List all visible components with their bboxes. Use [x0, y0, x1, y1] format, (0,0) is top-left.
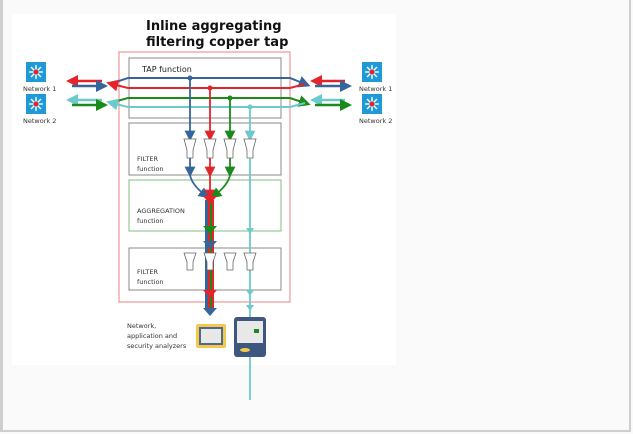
analyzers-label-2: application and — [127, 332, 177, 340]
diagram-title-line2: filtering copper tap — [146, 35, 288, 50]
network-1-right-label: Network 1 — [359, 85, 392, 93]
aggregation-label-b: function — [137, 217, 164, 225]
filter-label-2b: function — [137, 278, 164, 286]
filter-cone-icon — [203, 252, 217, 271]
filter-cones-2 — [183, 252, 257, 271]
network-1-left-label: Network 1 — [23, 85, 56, 93]
network-2-left-label: Network 2 — [23, 117, 56, 125]
filter-label-1b: function — [137, 165, 164, 173]
analyzer-device-2 — [234, 317, 266, 357]
filter-label-2a: FILTER — [137, 268, 158, 276]
tap-drop-lines — [184, 75, 256, 142]
filter-cone-icon — [223, 252, 237, 271]
left-network-arrows — [66, 75, 108, 111]
analyzers-label-3: security analyzers — [127, 342, 187, 350]
cyan-line — [106, 98, 306, 111]
filter-cone-icon — [183, 138, 197, 159]
filter-cone-icon — [203, 138, 217, 159]
network-1-left: Network 1 — [23, 62, 56, 93]
analyzers-label-1: Network, — [127, 322, 156, 330]
filter-cone-icon — [223, 138, 237, 159]
filter-cone-icon — [243, 138, 257, 159]
network-1-right: Network 1 — [359, 62, 392, 93]
diagram-title-line1: Inline aggregating — [146, 19, 282, 34]
tap-function-label: TAP function — [141, 65, 192, 74]
right-network-arrows — [310, 75, 352, 111]
network-2-right: Network 2 — [359, 94, 392, 125]
filter-cones-1 — [183, 138, 257, 159]
analyzer-device-1 — [196, 324, 226, 348]
aggregation-label-a: AGGREGATION — [137, 207, 185, 215]
filter-cone-icon — [243, 252, 257, 271]
network-2-left: Network 2 — [23, 94, 56, 125]
filter-cone-icon — [183, 252, 197, 271]
tap-enclosure — [118, 51, 291, 303]
filter-label-1a: FILTER — [137, 155, 158, 163]
network-2-right-label: Network 2 — [359, 117, 392, 125]
